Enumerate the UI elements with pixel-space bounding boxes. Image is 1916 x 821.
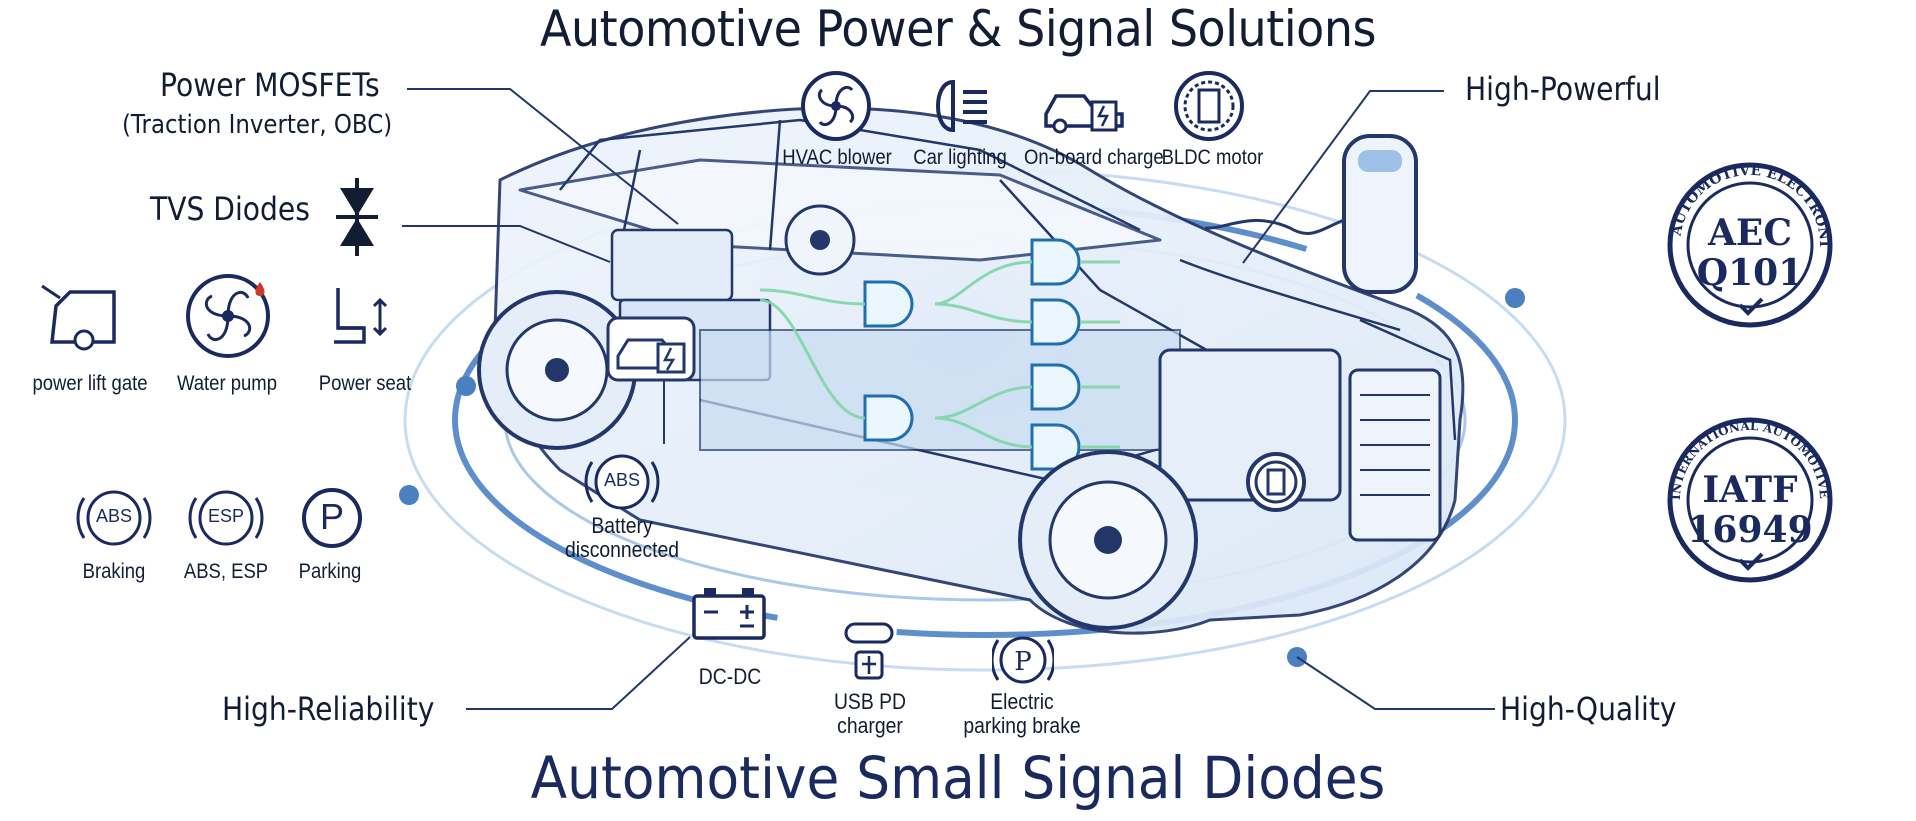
wheel-rear bbox=[477, 290, 637, 450]
orbit-dot bbox=[1505, 288, 1525, 308]
high-quality-label: High-Quality bbox=[1500, 690, 1677, 728]
esp-icon: ESP bbox=[186, 488, 266, 548]
tvs-diodes-label: TVS Diodes bbox=[150, 190, 310, 228]
top-icon-label: On-board charge bbox=[1024, 146, 1164, 169]
bottom-icon-line1: Electric bbox=[990, 689, 1054, 714]
bottom-icon-label: USB PD charger bbox=[817, 690, 923, 738]
battery-disconnect-line1: Battery bbox=[591, 513, 653, 538]
car-charge-badge bbox=[606, 316, 696, 382]
high-powerful-label: High-Powerful bbox=[1465, 70, 1661, 108]
svg-text:16949: 16949 bbox=[1687, 509, 1812, 551]
lift-gate-icon bbox=[41, 284, 116, 351]
parking-glyph: P bbox=[319, 496, 344, 537]
left-icon-label: power lift gate bbox=[32, 372, 148, 395]
abs-icon: ABS bbox=[74, 488, 154, 548]
water-pump-icon bbox=[186, 274, 270, 358]
radiator-grille bbox=[1348, 368, 1442, 542]
high-reliability-label: High-Reliability bbox=[222, 690, 435, 728]
parking-icon: P bbox=[300, 488, 364, 548]
svg-text:IATF: IATF bbox=[1702, 469, 1798, 511]
orbit-dot bbox=[399, 485, 419, 505]
svg-text:AEC: AEC bbox=[1707, 212, 1792, 254]
top-icon-label: BLDC motor bbox=[1161, 146, 1264, 169]
motor-icon bbox=[1174, 71, 1244, 141]
top-icon-label: Car lighting bbox=[913, 146, 1007, 169]
tvs-diode-icon bbox=[336, 178, 378, 256]
page-title: Automotive Power & Signal Solutions bbox=[539, 0, 1377, 58]
inverter-block bbox=[610, 228, 734, 302]
top-icon-row: HVAC blower Car lighting On-board charge… bbox=[780, 70, 1300, 170]
svg-text:P: P bbox=[1014, 647, 1032, 677]
left-icon-label: Water pump bbox=[177, 372, 277, 395]
left-badge-label: Parking bbox=[298, 560, 362, 583]
battery-disconnect-label: Battery disconnected bbox=[560, 514, 683, 562]
floor-battery bbox=[699, 329, 1181, 451]
bottom-icon-line1: DC-DC bbox=[698, 664, 762, 689]
bottom-icon-label: Electric parking brake bbox=[960, 690, 1083, 738]
left-badge-label: Braking bbox=[82, 560, 146, 583]
power-seat-icon bbox=[334, 288, 388, 344]
motor-badge-engine bbox=[1246, 452, 1306, 512]
parking-brake-icon: P bbox=[992, 636, 1054, 684]
bottom-icon-label: DC-DC bbox=[677, 665, 783, 689]
logic-gates bbox=[863, 238, 1081, 471]
headlight-icon bbox=[936, 79, 987, 133]
power-mosfets-label: Power MOSFETs bbox=[160, 66, 380, 104]
fan-icon bbox=[801, 71, 871, 141]
car-charge-icon bbox=[1044, 94, 1124, 134]
leader-lines bbox=[402, 88, 1495, 710]
abs-glyph: ABS bbox=[95, 506, 133, 526]
power-mosfets-sub: (Traction Inverter, OBC) bbox=[122, 110, 393, 140]
left-icon-label: Power seat bbox=[318, 372, 412, 395]
charging-station bbox=[1204, 134, 1418, 294]
left-badge-label: ABS, ESP bbox=[183, 560, 269, 583]
wheel-front bbox=[1018, 450, 1198, 630]
bottom-icon-line1: USB PD bbox=[833, 689, 907, 714]
bottom-icon-line2: charger bbox=[837, 713, 903, 738]
orbit-dot bbox=[456, 376, 476, 396]
usb-icon bbox=[844, 622, 894, 680]
signal-traces bbox=[759, 260, 1120, 449]
battery-disconnect-glyph: ABS bbox=[603, 470, 641, 490]
top-icon-label: HVAC blower bbox=[782, 146, 892, 169]
svg-text:Q101: Q101 bbox=[1697, 252, 1804, 294]
battery-disconnect-icon: ABS bbox=[582, 452, 662, 512]
bottom-icon-line2: parking brake bbox=[963, 713, 1081, 738]
esp-glyph: ESP bbox=[207, 506, 245, 526]
page-subtitle: Automotive Small Signal Diodes bbox=[530, 744, 1386, 812]
battery-icon bbox=[692, 588, 766, 640]
battery-disconnect-line2: disconnected bbox=[564, 537, 680, 562]
